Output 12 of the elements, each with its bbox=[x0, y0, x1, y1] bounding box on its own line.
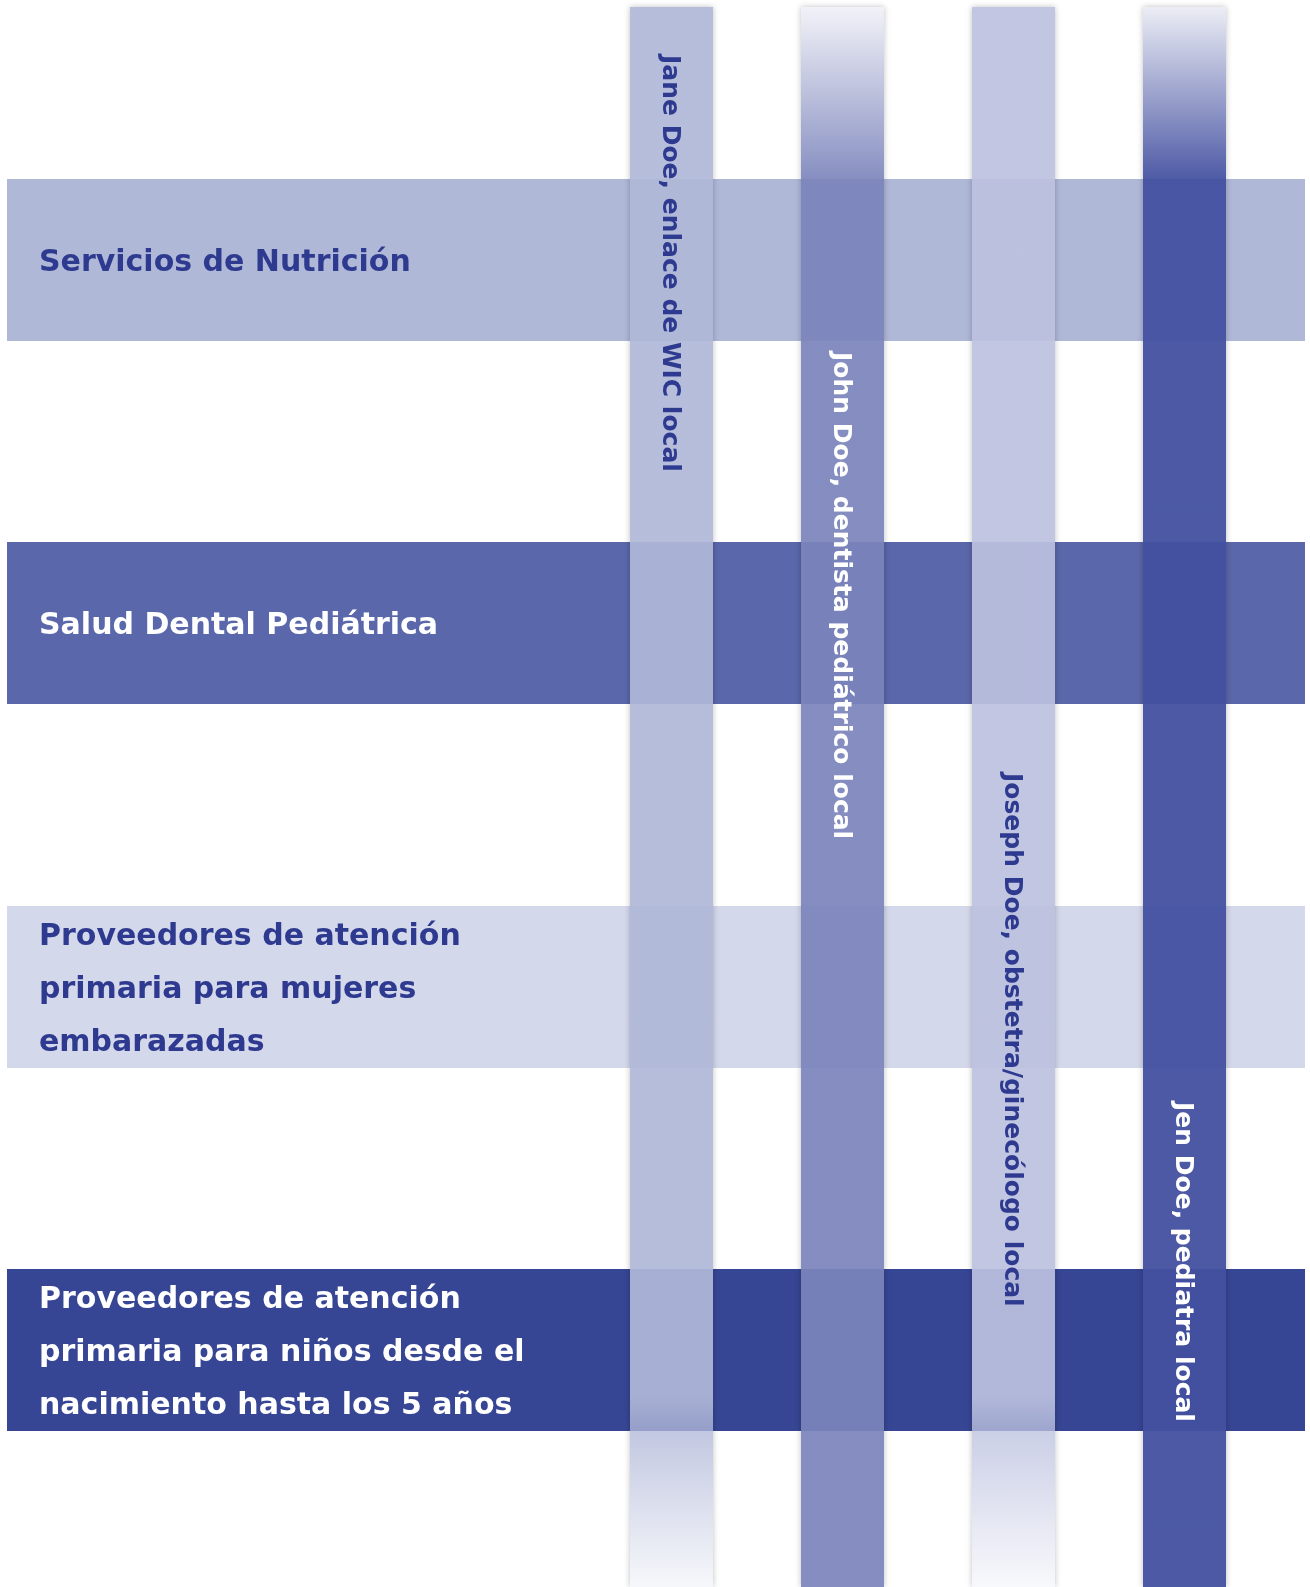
band-label: Jen Doe, pediatra local bbox=[1169, 1102, 1200, 1422]
band-label: Joseph Doe, obstetra/ginecólogo local bbox=[998, 773, 1029, 1307]
vertical-band bbox=[630, 7, 713, 1587]
band-label: Proveedores de atención primaria para mujeres embarazadas bbox=[39, 915, 462, 1060]
band-label: Jane Doe, enlace de WIC local bbox=[656, 55, 687, 472]
vertical-band bbox=[801, 7, 884, 1587]
band-label: Salud Dental Pediátrica bbox=[39, 604, 440, 643]
band-label: Servicios de Nutrición bbox=[39, 241, 412, 280]
band-label: Proveedores de atención primaria para niños desde el nacimiento hasta los 5 años bbox=[39, 1278, 526, 1423]
vertical-band bbox=[972, 7, 1055, 1587]
vertical-band bbox=[1143, 7, 1226, 1587]
band-label: John Doe, dentista pediátrico local bbox=[827, 352, 858, 840]
